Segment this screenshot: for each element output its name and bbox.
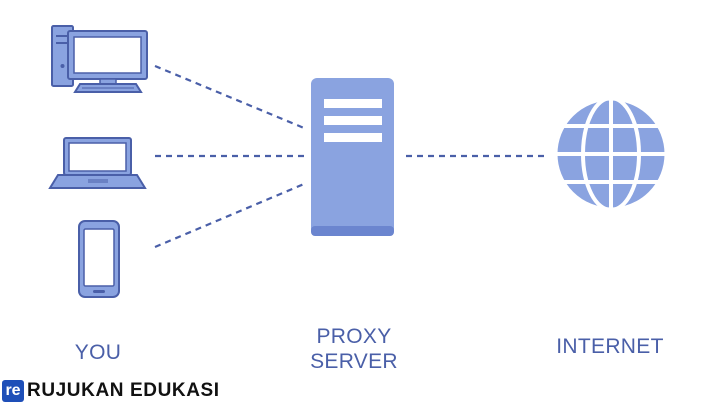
internet-label: INTERNET <box>556 335 664 358</box>
globe-icon <box>554 97 668 211</box>
smartphone-icon <box>78 220 120 298</box>
server-icon <box>311 78 394 236</box>
proxy-server-label: PROXY SERVER <box>284 324 424 374</box>
brand-name: RUJUKAN EDUKASI <box>27 380 220 401</box>
connector-phone-proxy <box>154 182 305 249</box>
proxy-label-line1: PROXY <box>316 325 392 348</box>
brand-logo-icon: re <box>2 380 24 402</box>
proxy-label-line2: SERVER <box>310 350 398 373</box>
connectors <box>154 64 548 249</box>
connector-desktop-proxy <box>154 64 305 130</box>
you-label: YOU <box>74 341 122 364</box>
laptop-icon <box>48 137 147 189</box>
brand-watermark: re RUJUKAN EDUKASI <box>2 378 220 404</box>
desktop-computer-icon <box>51 25 148 93</box>
